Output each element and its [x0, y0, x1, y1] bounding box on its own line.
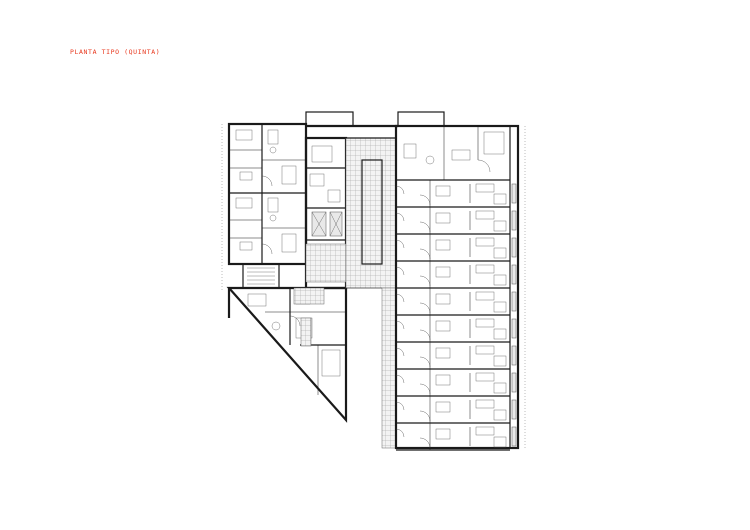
unit-table	[435, 428, 451, 440]
unit-entry-door	[395, 212, 405, 222]
unit-entry-door	[395, 320, 405, 330]
unit-balcony	[511, 426, 517, 447]
unit-bath	[493, 274, 507, 286]
unit-entry-door	[395, 401, 405, 411]
unit-bath	[493, 355, 507, 367]
unit-bed	[475, 264, 495, 274]
unit-entry-door	[395, 347, 405, 357]
unit-balcony	[511, 210, 517, 231]
terrace-right	[397, 111, 445, 127]
unit-door-swing	[419, 410, 431, 422]
unit-bed	[475, 237, 495, 247]
unit-door-swing	[419, 383, 431, 395]
plan-title: PLANTA TIPO (QUINTA)	[70, 48, 161, 56]
unit-bath	[493, 193, 507, 205]
central-core	[293, 136, 348, 347]
unit-table	[435, 347, 451, 359]
unit-balcony	[511, 291, 517, 312]
courtyard-walkway	[345, 137, 397, 449]
unit-table	[435, 185, 451, 197]
unit-balcony	[511, 318, 517, 339]
unit-entry-door	[395, 185, 405, 195]
unit-table	[435, 212, 451, 224]
unit-balcony	[511, 372, 517, 393]
unit-bath	[493, 328, 507, 340]
unit-table	[435, 293, 451, 305]
right-wing	[394, 124, 520, 450]
unit-balcony	[511, 345, 517, 366]
unit-bath	[493, 409, 507, 421]
unit-bed	[475, 345, 495, 355]
unit-bath	[493, 436, 507, 448]
unit-bath	[493, 247, 507, 259]
unit-balcony	[511, 399, 517, 420]
unit-door-swing	[419, 329, 431, 341]
unit-balcony	[511, 183, 517, 204]
unit-table	[435, 401, 451, 413]
unit-bed	[475, 318, 495, 328]
unit-entry-door	[395, 428, 405, 438]
unit-table	[435, 320, 451, 332]
unit-door-swing	[419, 194, 431, 206]
unit-bed	[475, 183, 495, 193]
unit-bath	[493, 382, 507, 394]
unit-table	[435, 239, 451, 251]
unit-door-swing	[419, 302, 431, 314]
unit-entry-door	[395, 374, 405, 384]
right-wing-units	[395, 180, 517, 451]
unit-balcony	[511, 264, 517, 285]
unit-entry-door	[395, 239, 405, 249]
unit-bed	[475, 210, 495, 220]
unit-door-swing	[419, 356, 431, 368]
unit-bed	[475, 426, 495, 436]
unit-door-swing	[419, 221, 431, 233]
unit-door-swing	[419, 248, 431, 260]
unit-entry-door	[395, 266, 405, 276]
terrace-left	[305, 111, 354, 127]
unit-entry-door	[395, 293, 405, 303]
unit-table	[435, 374, 451, 386]
unit-door-swing	[419, 275, 431, 287]
unit-table	[435, 266, 451, 278]
unit-bath	[493, 220, 507, 232]
unit-bed	[475, 291, 495, 301]
unit-bed	[475, 372, 495, 382]
unit-door-swing	[419, 437, 431, 449]
unit-balcony	[511, 237, 517, 258]
unit-bed	[475, 399, 495, 409]
unit-bath	[493, 301, 507, 313]
